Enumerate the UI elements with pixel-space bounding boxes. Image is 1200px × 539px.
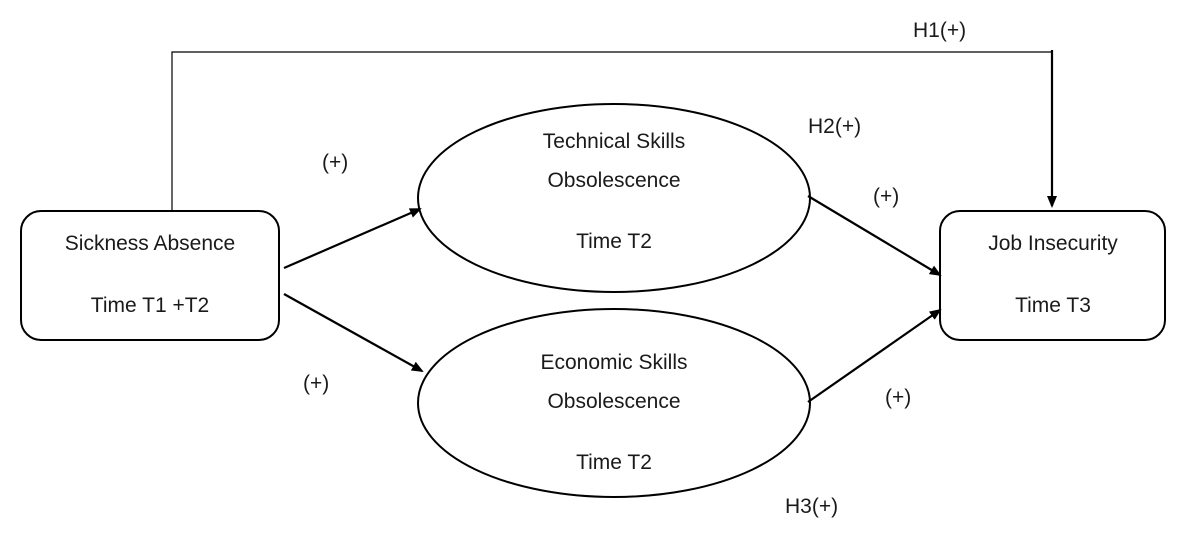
path-sign-sickness-technical: (+) (322, 151, 349, 174)
economic-skills-time: Time T2 (576, 451, 652, 474)
arrow-sickness-to-technical (283, 207, 422, 270)
arrow-sickness-to-economic (283, 293, 424, 372)
sickness-absence-box (20, 210, 280, 341)
technical-skills-time: Time T2 (576, 230, 652, 253)
job-insecurity-time: Time T3 (1015, 294, 1091, 317)
h3-label: H3(+) (785, 495, 839, 518)
path-sign-technical-job: (+) (873, 185, 900, 208)
job-insecurity-box (939, 210, 1166, 341)
job-insecurity-title: Job Insecurity (988, 232, 1118, 255)
sickness-absence-time: Time T1 +T2 (90, 294, 210, 317)
technical-skills-line1: Technical Skills (542, 130, 686, 153)
h1-label: H1(+) (913, 19, 967, 42)
h1-path (171, 51, 1052, 210)
economic-skills-ellipse (417, 308, 811, 498)
arrow-economic-to-job (807, 308, 942, 403)
path-sign-sickness-economic: (+) (303, 372, 330, 395)
economic-skills-line1: Economic Skills (540, 351, 688, 374)
sickness-absence-title: Sickness Absence (64, 232, 236, 255)
economic-skills-line2: Obsolescence (547, 390, 681, 413)
h2-label: H2(+) (808, 115, 862, 138)
technical-skills-line2: Obsolescence (547, 169, 681, 192)
path-sign-economic-job: (+) (885, 386, 912, 409)
arrow-technical-to-job (807, 195, 942, 277)
